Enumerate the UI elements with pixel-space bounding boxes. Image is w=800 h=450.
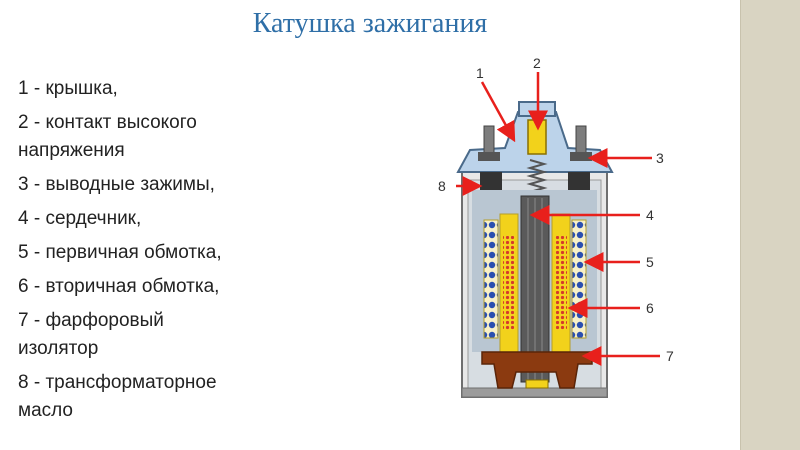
- primary-winding: [483, 219, 587, 339]
- callout-8: 8: [438, 178, 446, 194]
- legend-item-4: 4 - сердечник,: [18, 208, 142, 229]
- legend-item-2: 2 - контакт высокого напряжения: [18, 112, 197, 161]
- iron-core: [520, 195, 550, 383]
- legend-item-8: 8 - трансформаторное масло: [18, 372, 217, 421]
- ignition-coil-diagram: 1 2 3 4 5 6 7 8: [438, 55, 674, 398]
- callout-arrows: [456, 72, 660, 366]
- callout-3: 3: [656, 150, 664, 166]
- callout-4: 4: [646, 207, 654, 223]
- legend-item-5: 5 - первичная обмотка,: [18, 242, 222, 263]
- secondary-winding: [499, 213, 571, 353]
- arrow-1: [480, 81, 516, 143]
- callout-6: 6: [646, 300, 654, 316]
- legend-item-3: 3 - выводные зажимы,: [18, 174, 215, 195]
- callout-2: 2: [533, 55, 541, 71]
- legend-item-1: 1 - крышка,: [18, 78, 118, 99]
- callout-labels: 1 2 3 4 5 6 7 8: [438, 55, 674, 364]
- terminal-studs: [478, 125, 592, 161]
- callout-7: 7: [666, 348, 674, 364]
- callout-1: 1: [476, 65, 484, 81]
- slide-title: Катушка зажигания: [252, 8, 488, 39]
- legend-item-7: 7 - фарфоровый изолятор: [18, 310, 164, 359]
- legend-item-6: 6 - вторичная обмотка,: [18, 276, 220, 297]
- porcelain-insulator: [481, 351, 593, 389]
- callout-5: 5: [646, 254, 654, 270]
- legend-list: 1 - крышка, 2 - контакт высокого напряже…: [18, 75, 318, 431]
- slide-side-bar: [740, 0, 800, 450]
